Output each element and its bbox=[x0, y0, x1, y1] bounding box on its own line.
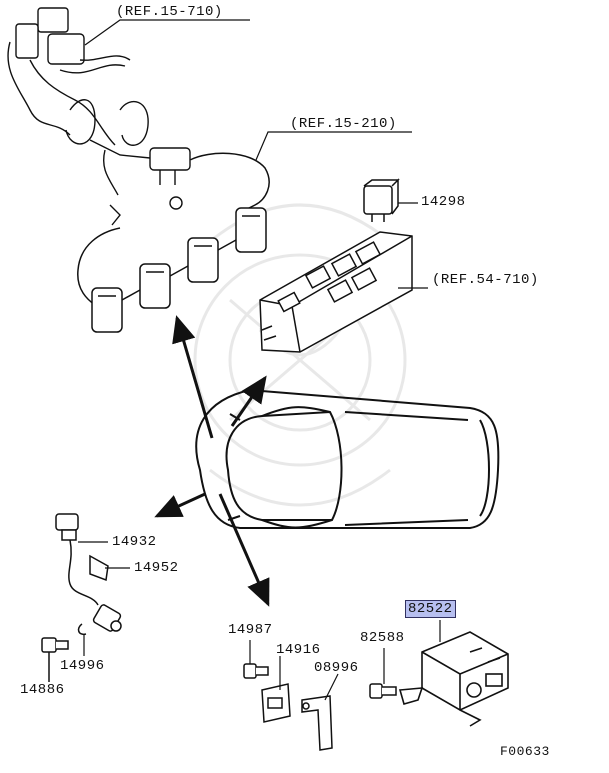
bolt-14886 bbox=[41, 637, 69, 682]
relay-box bbox=[259, 231, 413, 353]
part-label-82588: 82588 bbox=[360, 630, 405, 646]
sensor-harness bbox=[55, 513, 122, 636]
part-label-14952: 14952 bbox=[134, 560, 179, 576]
ref-label-15-710: (REF.15-710) bbox=[116, 4, 223, 20]
vehicle-outline bbox=[195, 388, 500, 529]
figure-id: F00633 bbox=[500, 744, 550, 759]
injection-harness bbox=[7, 7, 191, 226]
leader-ref-15-710 bbox=[84, 19, 250, 46]
pointer-arrows bbox=[154, 315, 270, 607]
leader-08996 bbox=[324, 673, 339, 701]
bracket-parts bbox=[243, 663, 333, 751]
ref-label-54-710: (REF.54-710) bbox=[432, 272, 539, 288]
part-label-08996: 08996 bbox=[314, 660, 359, 676]
bolt-82588 bbox=[369, 683, 397, 699]
relay-14298 bbox=[363, 178, 400, 222]
part-label-14932: 14932 bbox=[112, 534, 157, 550]
control-unit-82522 bbox=[398, 631, 509, 727]
part-label-14298: 14298 bbox=[421, 194, 466, 210]
part-label-14886: 14886 bbox=[20, 682, 65, 698]
leader-ref-15-210 bbox=[255, 131, 412, 161]
part-label-82522-highlighted[interactable]: 82522 bbox=[405, 600, 456, 618]
ref-label-15-210: (REF.15-210) bbox=[290, 116, 397, 132]
part-label-14996: 14996 bbox=[60, 658, 105, 674]
part-label-14987: 14987 bbox=[228, 622, 273, 638]
ignition-coils bbox=[77, 152, 270, 333]
part-label-14916: 14916 bbox=[276, 642, 321, 658]
